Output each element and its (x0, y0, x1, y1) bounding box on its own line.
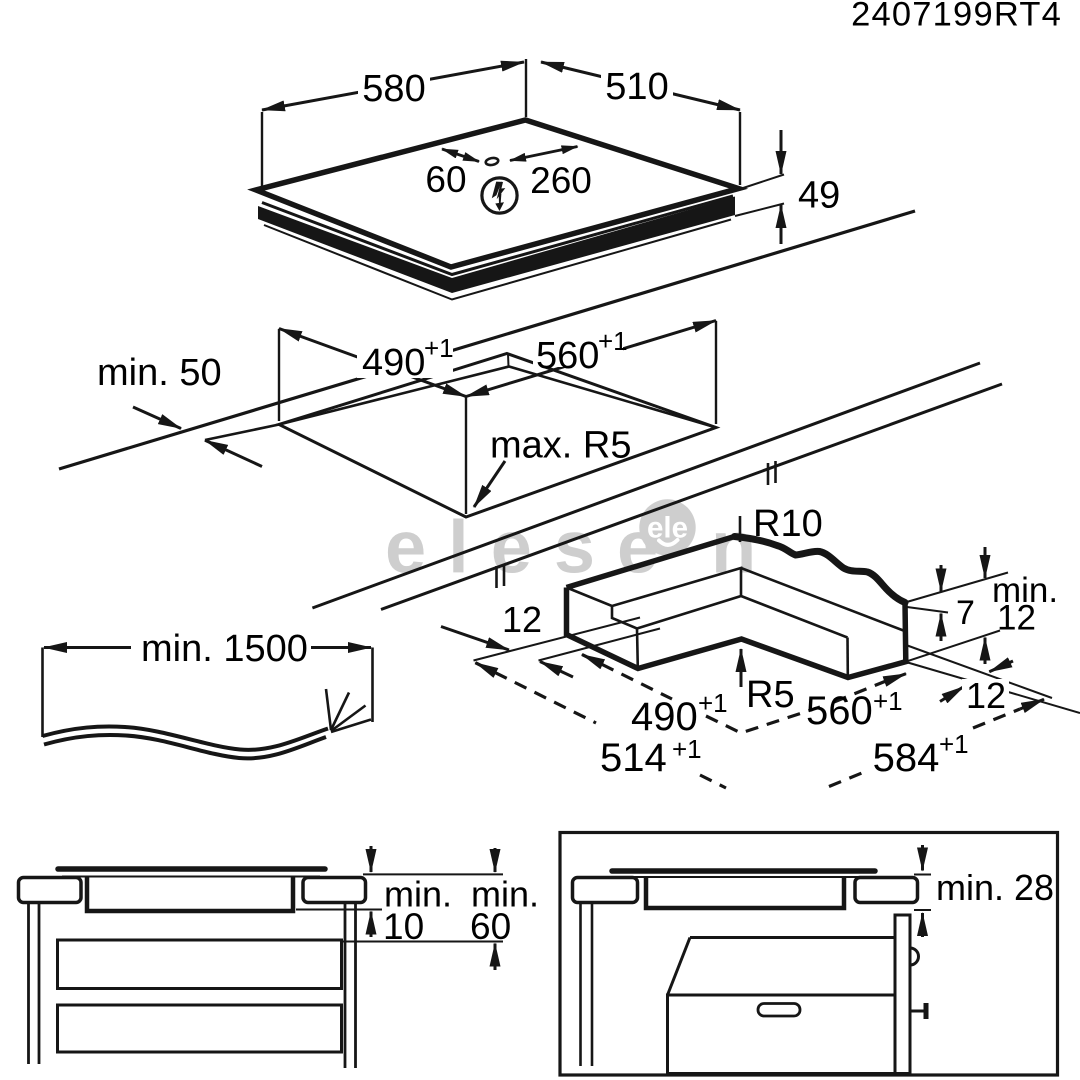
svg-text:ele: ele (647, 512, 688, 545)
svg-text:+1: +1 (672, 734, 702, 764)
svg-text:12: 12 (502, 599, 542, 640)
svg-text:7: 7 (956, 594, 975, 632)
svg-text:R5: R5 (746, 674, 795, 716)
svg-text:60: 60 (425, 159, 466, 200)
svg-text:+1: +1 (939, 729, 969, 759)
svg-text:260: 260 (530, 160, 592, 201)
svg-text:60: 60 (470, 906, 511, 947)
svg-text:10: 10 (383, 906, 424, 947)
svg-text:min. 50: min. 50 (97, 352, 222, 394)
svg-text:560: 560 (536, 335, 599, 377)
svg-text:580: 580 (362, 68, 425, 110)
svg-text:R10: R10 (753, 503, 823, 545)
svg-text:min.: min. (471, 874, 539, 915)
svg-text:min.: min. (992, 571, 1058, 610)
svg-text:min.: min. (384, 874, 452, 915)
svg-text:514: 514 (600, 736, 667, 780)
svg-text:490: 490 (631, 695, 698, 739)
svg-text:+1: +1 (598, 326, 628, 356)
svg-text:490: 490 (362, 342, 425, 384)
svg-text:max. R5: max. R5 (490, 425, 631, 467)
svg-text:+1: +1 (424, 333, 454, 363)
svg-text:min. 1500: min. 1500 (141, 628, 308, 670)
svg-text:+1: +1 (698, 688, 728, 718)
svg-text:+1: +1 (873, 686, 903, 716)
svg-text:min. 28: min. 28 (936, 867, 1054, 908)
svg-text:12: 12 (966, 675, 1006, 716)
svg-text:2407199RT4: 2407199RT4 (851, 0, 1062, 34)
svg-text:560: 560 (806, 689, 873, 733)
svg-text:584: 584 (873, 736, 940, 780)
svg-text:510: 510 (605, 66, 668, 108)
svg-text:49: 49 (798, 175, 840, 217)
svg-text:12: 12 (997, 599, 1036, 638)
